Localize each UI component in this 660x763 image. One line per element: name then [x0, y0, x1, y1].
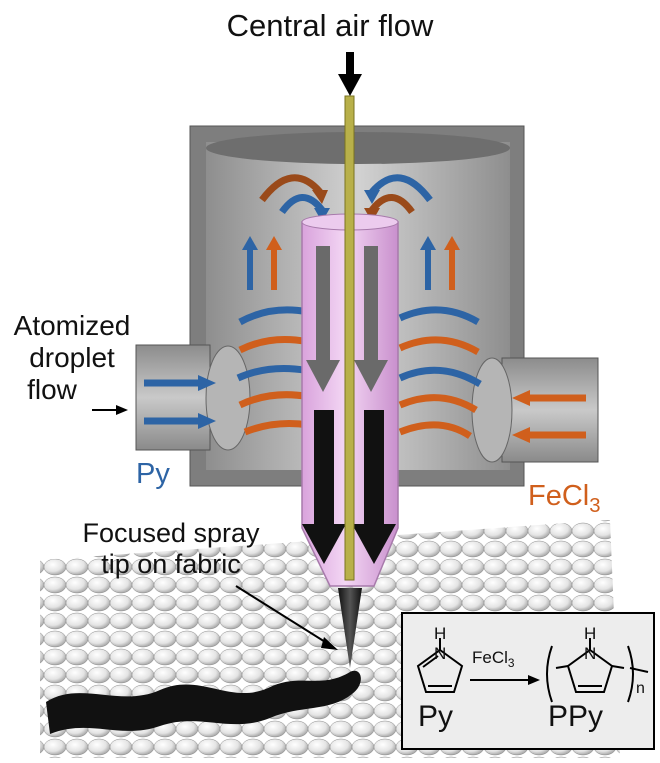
- tip-pointer-arrow: [235, 585, 338, 650]
- pyrrole-structure: [416, 638, 464, 693]
- atomized-line: Atomized: [13, 310, 131, 341]
- focused-spray-line: Focused spray: [82, 518, 260, 548]
- repeat-index-label: n: [636, 680, 645, 697]
- focused-spray-tip-label: Focused spray tip on fabric: [56, 518, 286, 580]
- reaction-inset: [401, 612, 655, 750]
- central-air-arrow: [338, 74, 362, 96]
- central-air-rod: [338, 52, 362, 581]
- inlet-arrows: [144, 375, 586, 443]
- fecl3-inlet-label: FeCl3: [528, 480, 601, 517]
- tip-on-fabric-line: tip on fabric: [101, 549, 241, 579]
- reactant-name-label: Py: [418, 700, 454, 733]
- product-name-label: PPy: [548, 700, 604, 733]
- py-inlet-label: Py: [136, 458, 170, 490]
- spray-tip-cone: [338, 588, 362, 668]
- central-air-flow-label: Central air flow: [226, 8, 434, 43]
- atomized-flow-arrow: [92, 405, 128, 415]
- fecl3-base: FeCl: [528, 480, 590, 512]
- droplet-line: droplet: [29, 342, 115, 373]
- left-inlet-pipe: [135, 344, 211, 451]
- flow-line: flow: [27, 374, 77, 405]
- ppy-coating-trace: [46, 670, 361, 734]
- fecl3-subscript: 3: [589, 495, 601, 518]
- polypyrrole-structure: [546, 638, 649, 703]
- right-inlet-pipe: [501, 357, 599, 463]
- reaction-reagent-label: FeCl3: [472, 648, 515, 671]
- atomized-droplet-flow-label: Atomized droplet flow: [4, 310, 140, 406]
